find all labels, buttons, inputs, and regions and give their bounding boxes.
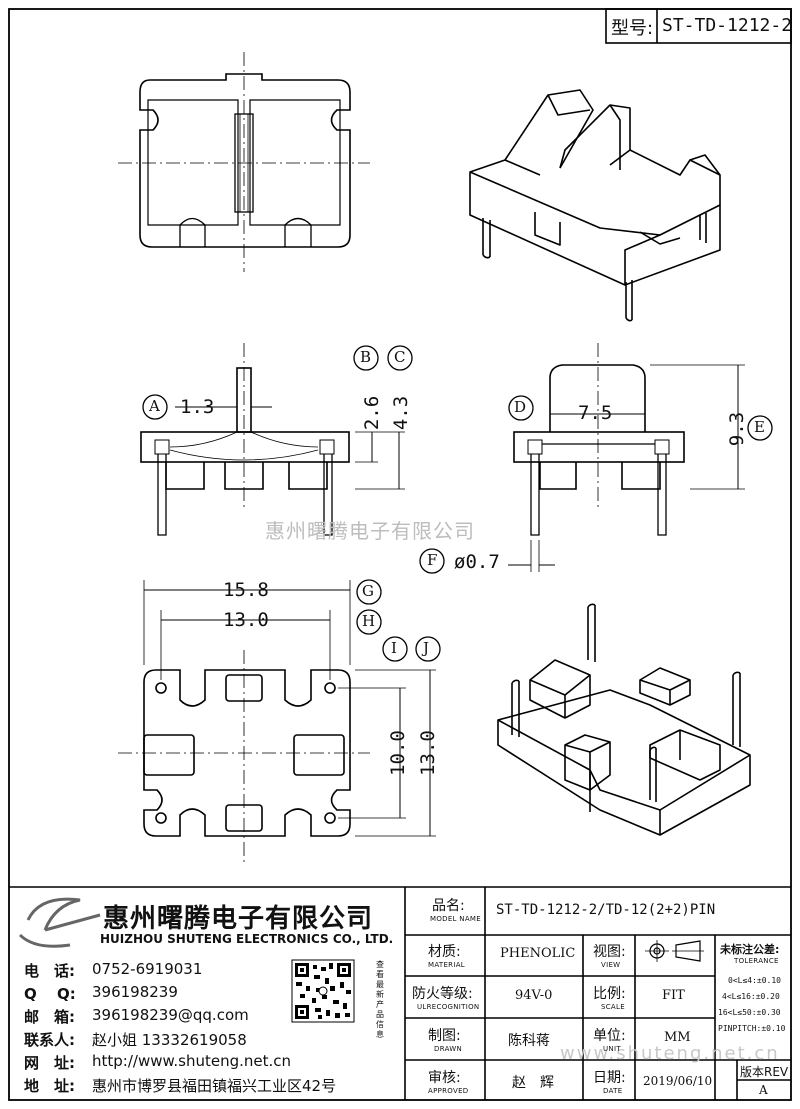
marker-e: E [754, 418, 765, 436]
approved-label: 审核: [428, 1070, 461, 1086]
type-label: 型号: [611, 18, 654, 39]
view-label-en: VIEW [601, 961, 621, 969]
approved-label-en: APPROVED [428, 1087, 469, 1095]
front-view [140, 343, 405, 536]
drawn-value: 陈科蒋 [508, 1033, 550, 1049]
dim-13-0-vertical: 13.0 [416, 730, 439, 776]
marker-f: F [427, 551, 438, 569]
contact-label: 邮 箱: [24, 1008, 75, 1026]
marker-h: H [362, 612, 376, 630]
flame-label-en: ULRECOGNITION [417, 1003, 480, 1011]
tolerance-2: 4<L≤16:±0.20 [722, 992, 780, 1001]
drawn-label: 制图: [428, 1028, 461, 1044]
marker-d: D [514, 398, 527, 416]
qr-caption: 查看最新产品信息 [376, 960, 384, 1039]
contact-phone: 0752-6919031 [92, 960, 203, 978]
unit-label-en: UNIT [603, 1045, 621, 1053]
dim-0-7: ø0.7 [454, 551, 500, 573]
contact-qq: 396198239 [92, 983, 178, 1001]
projection-symbol-icon [645, 940, 704, 962]
dim-9-3: 9.3 [726, 411, 749, 447]
material-label-en: MATERIAL [428, 961, 465, 969]
company-logo [18, 897, 101, 948]
watermark-text: 惠州曙腾电子有限公司 [265, 519, 475, 543]
contact-website: http://www.shuteng.net.cn [92, 1052, 292, 1070]
material-value: PHENOLIC [500, 946, 576, 961]
date-label-en: DATE [603, 1087, 623, 1095]
contact-label: 网 址: [24, 1054, 75, 1072]
marker-b: B [360, 348, 372, 366]
view-label: 视图: [593, 944, 626, 960]
dim-15-8: 15.8 [223, 579, 269, 601]
date-value: 2019/06/10 [643, 1074, 713, 1088]
dim-13-0: 13.0 [223, 609, 269, 631]
top-view [118, 52, 370, 272]
tolerance-1: 0<L≤4:±0.10 [728, 976, 781, 985]
contact-label: 联系人: [24, 1031, 75, 1049]
dim-2-6: 2.6 [361, 395, 384, 431]
contact-email: 396198239@qq.com [92, 1006, 249, 1024]
isometric-view-bottom [497, 603, 751, 836]
model-label-en: MODEL NAME [430, 915, 481, 923]
scale-label-en: SCALE [601, 1003, 625, 1011]
dim-10-0: 10.0 [386, 730, 409, 776]
isometric-view-top [469, 89, 721, 322]
tolerance-4: PINPITCH:±0.10 [718, 1024, 786, 1033]
marker-c: C [394, 348, 406, 366]
marker-i: I [391, 639, 397, 657]
rev-value: A [759, 1083, 768, 1097]
drawn-label-en: DRAWN [434, 1045, 463, 1053]
contact-person: 赵小姐 13332619058 [92, 1031, 247, 1049]
company-name-cn: 惠州曙腾电子有限公司 [103, 904, 374, 934]
tolerance-title-en: TOLERANCE [734, 957, 779, 965]
unit-label: 单位: [593, 1028, 626, 1044]
unit-value: MM [664, 1030, 691, 1045]
rev-label: 版本REV [740, 1065, 789, 1079]
tolerance-title: 未标注公差: [720, 943, 780, 956]
tolerance-3: 16<L≤50:±0.30 [718, 1008, 781, 1017]
dim-4-3: 4.3 [390, 395, 413, 431]
marker-j: J [423, 639, 430, 657]
side-view [508, 343, 745, 572]
bottom-view [118, 580, 436, 862]
marker-g: G [362, 582, 374, 600]
date-label: 日期: [593, 1070, 626, 1086]
material-label: 材质: [428, 944, 461, 960]
contact-label: Q Q: [24, 985, 76, 1003]
qr-code [291, 959, 355, 1023]
contact-label: 电 话: [24, 962, 75, 980]
contact-address: 惠州市博罗县福田镇福兴工业区42号 [92, 1077, 337, 1095]
watermark-url: www.shuteng.net.cn [560, 1043, 780, 1064]
scale-label: 比例: [593, 986, 626, 1002]
dim-7-5: 7.5 [578, 402, 613, 424]
contact-label: 地 址: [24, 1077, 75, 1095]
model-number: ST-TD-1212-2 [662, 15, 793, 36]
company-name-en: HUIZHOU SHUTENG ELECTRONICS CO., LTD. [100, 932, 394, 946]
approved-value: 赵 辉 [512, 1075, 554, 1091]
model-name: ST-TD-1212-2/TD-12(2+2)PIN [496, 902, 716, 918]
model-label: 品名: [432, 898, 465, 914]
flame-value: 94V-0 [515, 988, 553, 1003]
marker-a: A [149, 397, 160, 415]
flame-label: 防火等级: [412, 986, 473, 1002]
dim-1-3: 1.3 [180, 396, 215, 418]
scale-value: FIT [662, 988, 685, 1003]
